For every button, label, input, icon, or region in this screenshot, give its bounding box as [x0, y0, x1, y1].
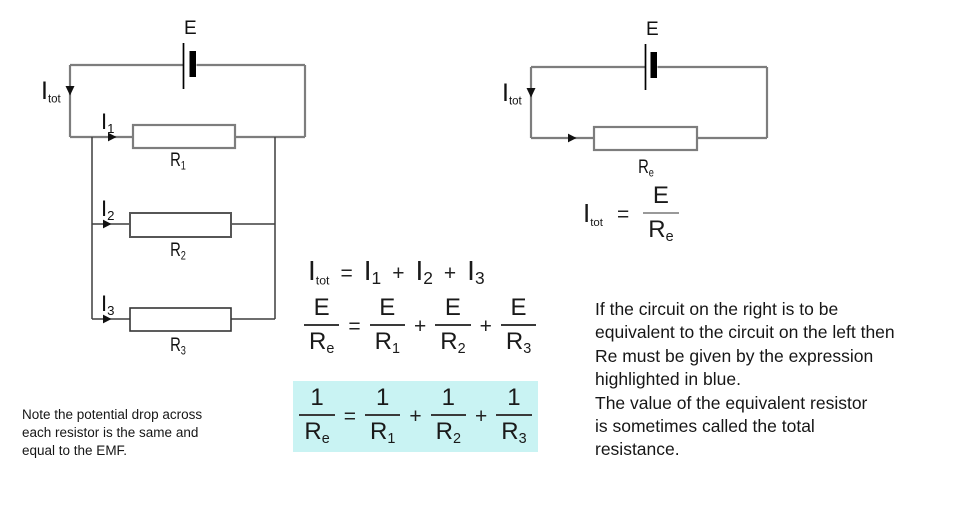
fraction-bar — [369, 324, 405, 326]
fraction-e-over-re: E Re — [304, 294, 340, 358]
fraction-1-over-r2: 1 R2 — [430, 384, 466, 448]
note-line: If the circuit on the right is to be — [595, 299, 839, 319]
r3-label: R3 — [170, 335, 186, 358]
i3-label: I3 — [101, 291, 115, 319]
left-itot-label: Itot — [41, 77, 61, 106]
note-line: Note the potential drop across — [22, 407, 203, 422]
right-note: If the circuit on the right is to be equ… — [595, 298, 895, 462]
right-itot-label: Itot — [502, 79, 522, 108]
fraction-bar — [435, 324, 471, 326]
plus-sign: + — [413, 314, 427, 338]
equals-sign: = — [616, 202, 630, 226]
note-line: The value of the equivalent resistor — [595, 392, 868, 413]
resistor-r2-box — [129, 212, 232, 238]
itot-arrow-down-icon — [65, 86, 75, 96]
resistor-r3-box — [129, 307, 232, 332]
left-circuit — [65, 43, 307, 332]
fraction-numerator: E — [510, 294, 527, 321]
note-line: is sometimes called the total — [595, 416, 815, 437]
itot-symbol: Itot — [308, 255, 330, 288]
itot-arrow-down-icon — [526, 88, 536, 98]
i1-symbol: I1 — [363, 255, 382, 288]
i1-arrow-right-icon — [108, 132, 117, 142]
fraction-numerator: 1 — [376, 384, 390, 412]
fraction-numerator: 1 — [310, 384, 324, 412]
equals-sign: = — [343, 405, 356, 428]
fraction-denominator: R2 — [435, 418, 461, 448]
fraction-bar — [430, 414, 466, 417]
i2-label: I2 — [101, 196, 115, 224]
right-circuit — [526, 44, 769, 152]
equals-sign: = — [348, 314, 361, 338]
fraction-e-over-r3: E R3 — [500, 294, 537, 358]
fraction-1-over-r3: 1 R3 — [496, 384, 532, 448]
fraction-denominator: Re — [309, 328, 335, 358]
plus-sign: + — [443, 262, 457, 285]
note-line: Re must be given by the expression — [595, 345, 874, 366]
fraction-bar — [304, 324, 340, 326]
i2-symbol: I2 — [415, 255, 433, 288]
note-line: resistance. — [595, 439, 680, 460]
equation-current-sum: Itot = I1 + I2 + I3 — [308, 257, 485, 287]
fraction-denominator: R2 — [440, 328, 466, 358]
fraction-denominator: Re — [648, 216, 674, 246]
fraction-bar — [299, 414, 335, 417]
battery-short-plate — [189, 51, 196, 77]
fraction-denominator: Re — [304, 418, 330, 448]
i3-arrow-right-icon — [103, 314, 112, 324]
fraction-numerator: 1 — [507, 384, 521, 412]
i2-arrow-right-icon — [103, 219, 112, 229]
fraction-denominator: R3 — [501, 418, 527, 448]
i3-symbol: I3 — [467, 255, 485, 288]
fraction-e-over-r1: E R1 — [369, 294, 405, 358]
itot-symbol: Itot — [583, 197, 603, 229]
fraction-bar — [643, 212, 679, 214]
note-line: equivalent to the circuit on the left th… — [595, 322, 895, 343]
plus-sign: + — [409, 405, 422, 428]
fraction-e-over-re: E Re — [643, 182, 679, 246]
i1-label: I1 — [101, 109, 115, 137]
r1-label: R1 — [170, 150, 186, 173]
fraction-bar — [365, 414, 401, 417]
fraction-1-over-r1: 1 R1 — [365, 384, 401, 448]
fraction-e-over-r2: E R2 — [435, 294, 471, 358]
fraction-denominator: R1 — [370, 418, 396, 448]
right-battery-label: E — [646, 19, 659, 40]
right-circuit-wires — [529, 65, 769, 140]
left-note: Note the potential drop across each resi… — [22, 406, 202, 460]
fraction-numerator: E — [652, 182, 669, 209]
note-line: highlighted in blue. — [595, 369, 741, 390]
note-line: equal to the EMF. — [22, 443, 128, 458]
equation-itot-equals-e-over-re: Itot = E Re — [583, 184, 679, 244]
left-battery-label: E — [184, 18, 197, 39]
battery-short-plate — [650, 52, 657, 78]
fraction-denominator: R3 — [505, 328, 532, 358]
highlighted-equation-box: 1 Re = 1 R1 + 1 R2 + 1 R3 — [293, 381, 538, 452]
re-label: Re — [638, 157, 654, 180]
note-line: each resistor is the same and — [22, 425, 199, 440]
fraction-bar — [496, 414, 532, 417]
fraction-numerator: E — [444, 294, 461, 321]
r2-label: R2 — [170, 240, 186, 263]
fraction-denominator: R1 — [374, 328, 400, 358]
equation-voltage-sum: E Re = E R1 + E R2 + E R3 — [304, 294, 537, 358]
equals-sign: = — [340, 262, 353, 285]
fraction-numerator: E — [379, 294, 396, 321]
loop-current-arrow-right-icon — [568, 133, 577, 143]
plus-sign: + — [479, 314, 492, 338]
resistor-r1-box — [131, 123, 237, 150]
left-circuit-outer-wires — [68, 63, 307, 139]
fraction-1-over-re: 1 Re — [299, 384, 335, 448]
fraction-numerator: 1 — [441, 384, 455, 412]
plus-sign: + — [392, 262, 405, 285]
resistor-re-box — [592, 125, 699, 152]
fraction-numerator: E — [313, 294, 330, 321]
fraction-bar — [500, 324, 537, 326]
equation-reciprocal-sum: 1 Re = 1 R1 + 1 R2 + 1 R3 — [293, 381, 538, 452]
plus-sign: + — [474, 405, 488, 428]
